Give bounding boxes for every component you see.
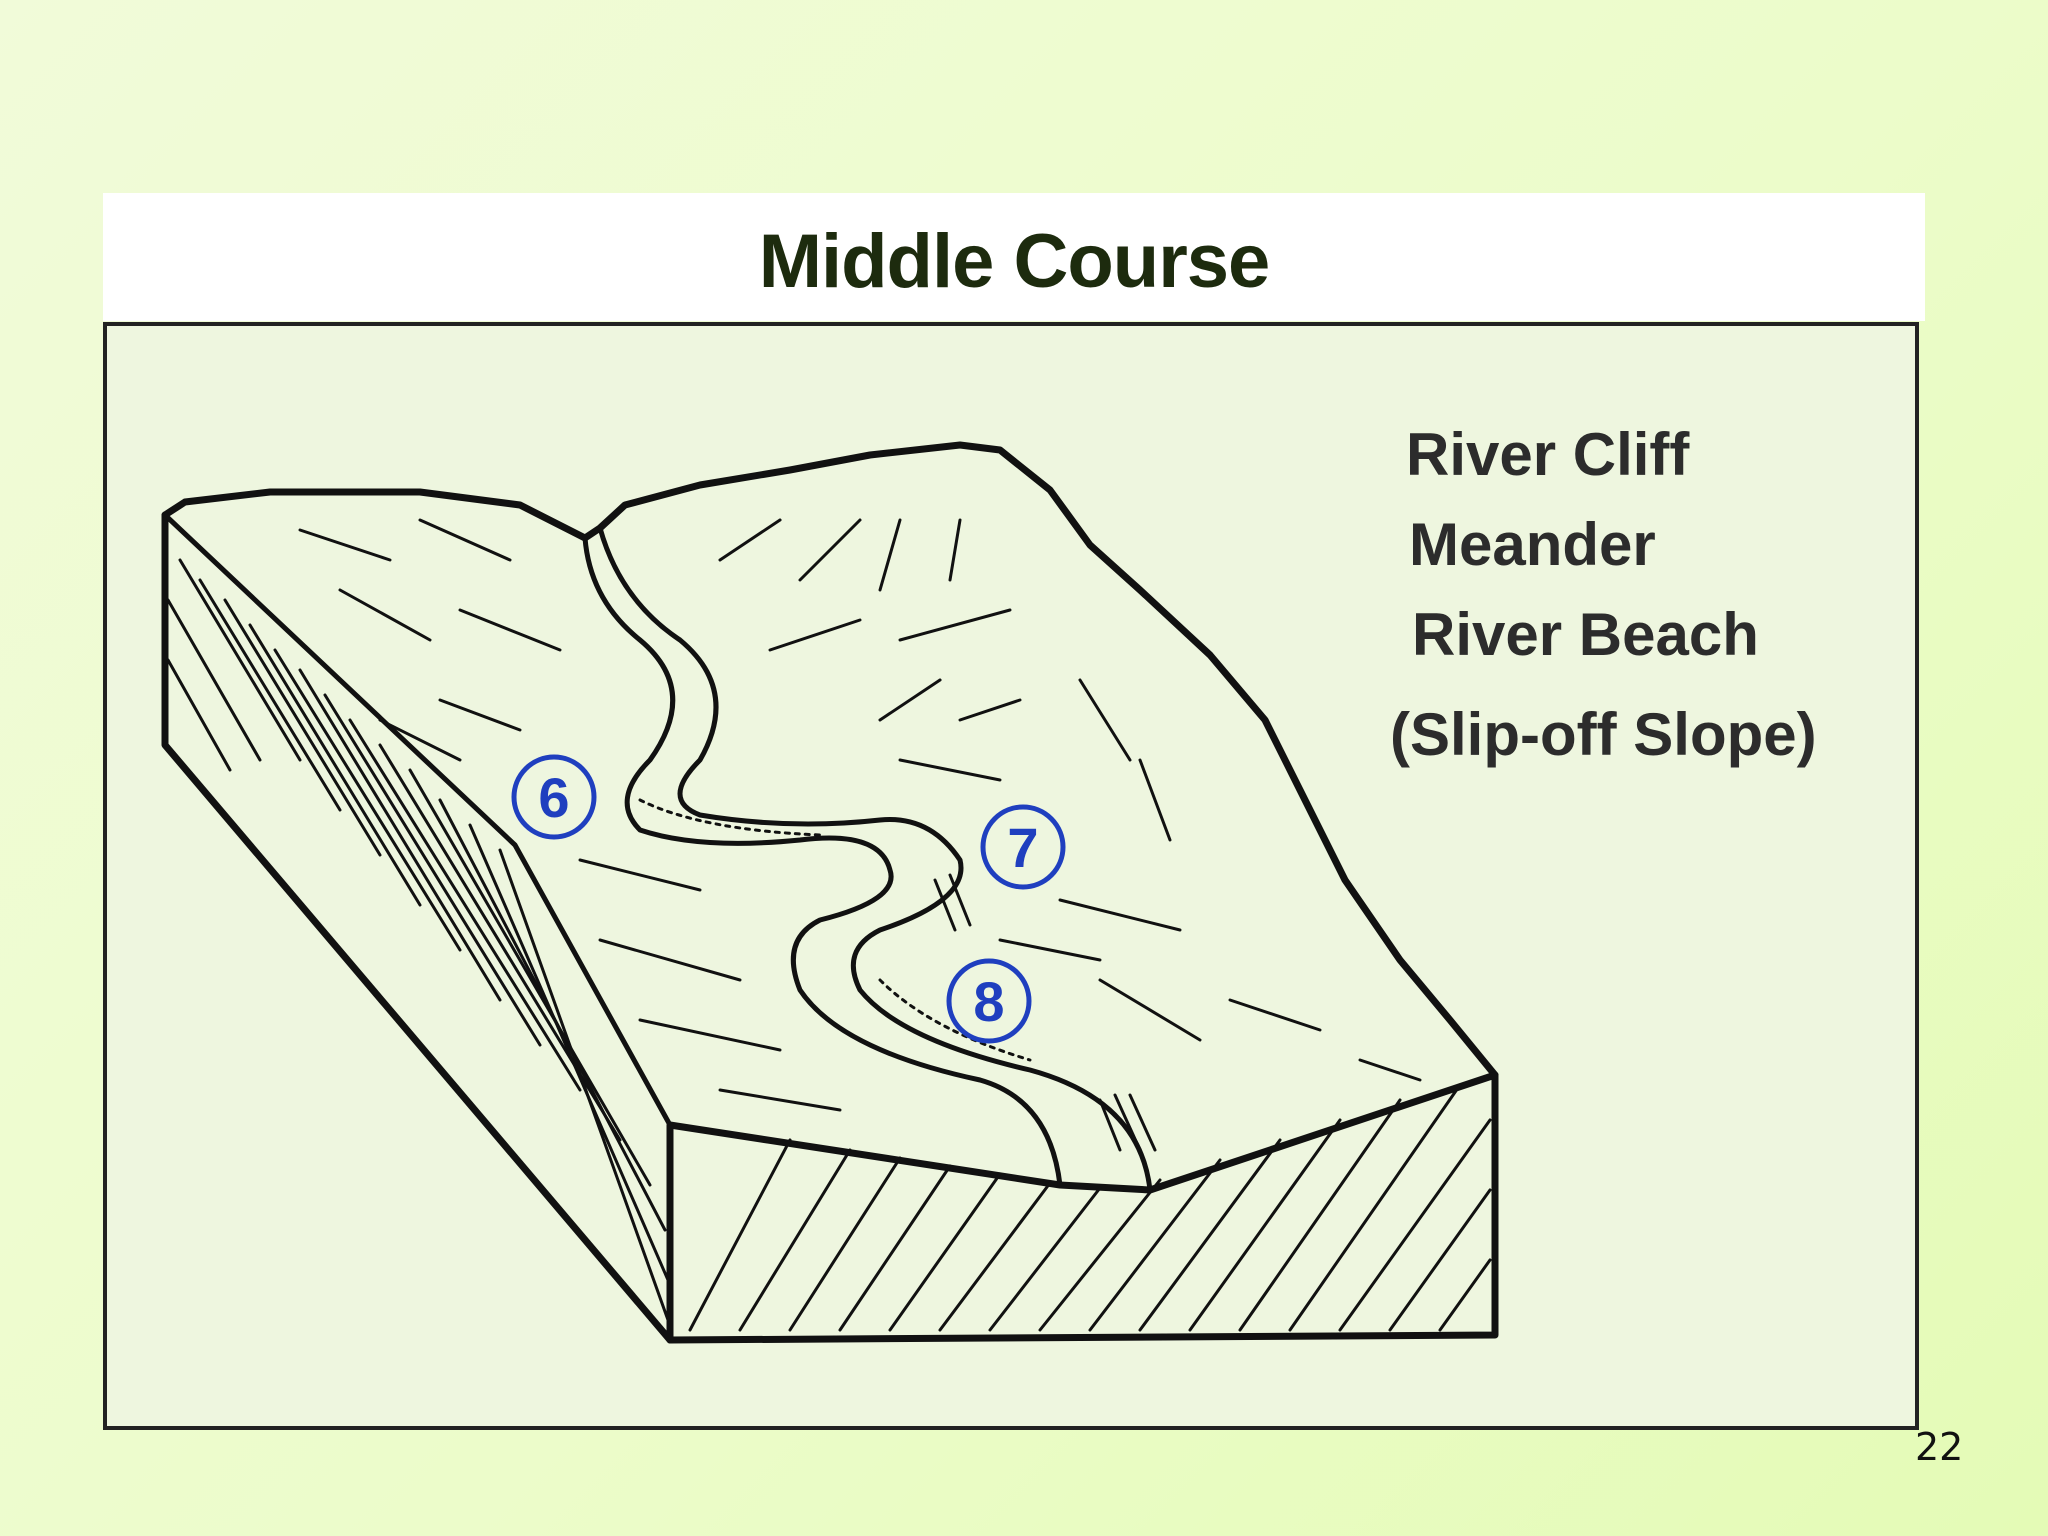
river-beach-6 [638,798,822,837]
marker-8-number: 8 [973,970,1004,1033]
page-number: 22 [1915,1425,1964,1469]
marker-8: 8 [946,958,1032,1044]
figure-panel [103,322,1919,1430]
legend-river-beach: River Beach [1412,601,1759,668]
slide-title: Middle Course [758,219,1271,304]
marker-6: 6 [511,754,597,840]
legend-meander: Meander [1409,511,1656,578]
river-bank-left [582,535,1063,1188]
marker-7-number: 7 [1007,816,1038,879]
river-bank-right [597,525,1153,1193]
terrain-strokes [298,518,1422,1112]
title-band [103,193,1925,321]
legend-river-cliff: River Cliff [1406,421,1690,488]
legend-slip-off-slope: (Slip-off Slope) [1390,701,1817,768]
block-top-left-edge [162,512,673,1128]
marker-6-number: 6 [538,766,569,829]
front-face-hatching [688,1083,1492,1332]
marker-7: 7 [980,804,1066,890]
block-top-outline [161,441,1499,1079]
block-left-front-edge [161,511,674,1344]
block-front-face [666,1071,1499,1344]
left-face-hatching [166,558,670,1322]
river-cliff-hatch [933,873,1157,1152]
